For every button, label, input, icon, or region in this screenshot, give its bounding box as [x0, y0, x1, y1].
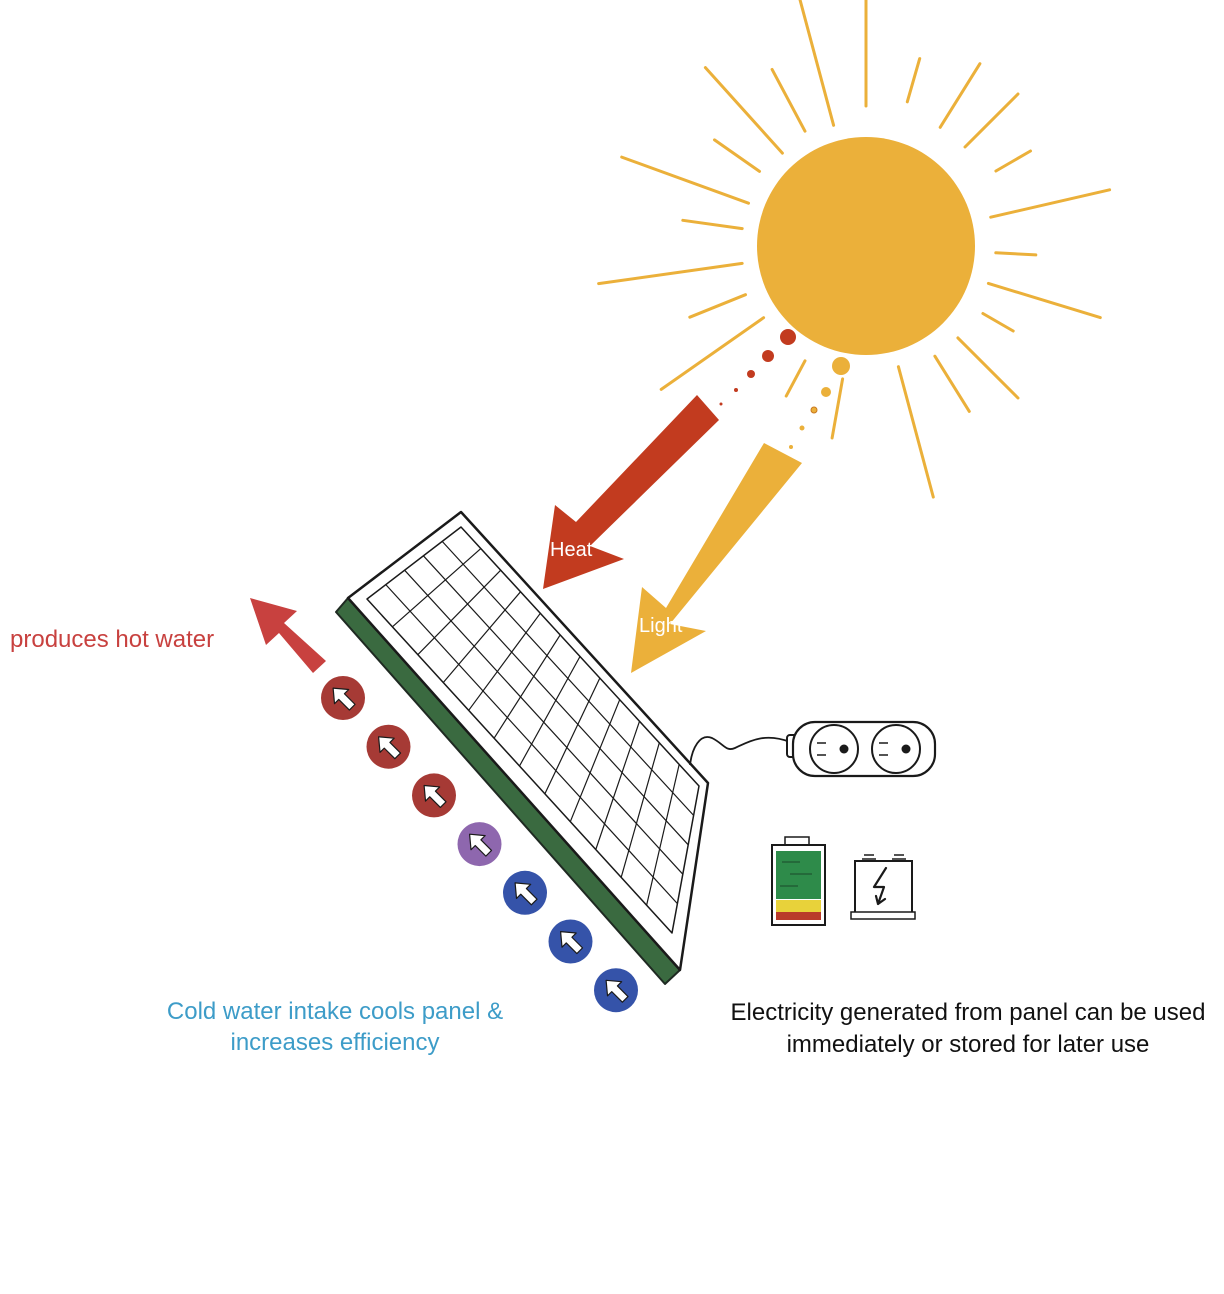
sun-ray [713, 138, 761, 173]
sun-disc [757, 137, 975, 355]
water-cold-dot [548, 919, 593, 964]
cold-water-label: Cold water intake cools panel & increase… [140, 996, 530, 1058]
hot-water-label: produces hot water [10, 626, 215, 653]
power-cable [689, 736, 791, 766]
cold-water-label-line-2: increases efficiency [230, 1029, 440, 1056]
sun-ray [994, 149, 1032, 173]
electricity-label: Electricity generated from panel can be … [714, 997, 1222, 1061]
capacitor-icon [850, 854, 916, 920]
outlet-socket-right [871, 724, 921, 774]
up-left-arrow-icon [560, 931, 584, 955]
panel-grid-line [518, 656, 581, 767]
electricity-label-line-2: immediately or stored for later use [786, 1031, 1150, 1058]
panel-grid-line [493, 634, 561, 739]
panel-grid-line [646, 764, 680, 906]
panel-grid-line [392, 548, 482, 628]
panel-grid-line [620, 742, 660, 878]
panel-grid-line [417, 569, 502, 656]
battery-level-yellow [776, 900, 821, 912]
hot-water-arrow [250, 598, 326, 673]
heat-label: Heat [550, 539, 593, 561]
power-outlet-icon [786, 720, 937, 778]
sun-ray [770, 67, 807, 133]
lightning-bolt-icon [872, 866, 888, 906]
sun-ray [938, 62, 982, 129]
sun-ray [597, 261, 744, 286]
sun-ray [956, 336, 1020, 400]
electricity-label-line-1: Electricity generated from panel can be … [730, 999, 1206, 1026]
water-cold-dot [503, 870, 547, 915]
sun-ray [620, 155, 750, 205]
up-left-arrow-icon [332, 687, 356, 711]
water-hot-dot [321, 676, 365, 720]
water-warm-dot [457, 822, 502, 867]
water-cold-dot [594, 968, 638, 1013]
up-left-arrow-icon [469, 833, 493, 857]
outlet-socket-left [809, 724, 859, 774]
panel-grid-line [569, 699, 621, 822]
battery-icon [771, 836, 826, 926]
light-label: Light [639, 615, 683, 637]
sun-ray [981, 312, 1015, 333]
panel-grid-line [595, 721, 641, 850]
sun-ray [681, 218, 744, 231]
sun-ray [784, 359, 807, 398]
solar-panel-icon [335, 510, 710, 985]
cold-water-label-line-1: Cold water intake cools panel & [166, 998, 504, 1025]
sun-icon [597, 0, 1112, 499]
sun-ray [798, 0, 836, 127]
up-left-arrow-icon [423, 784, 447, 809]
panel-grid-line [468, 612, 541, 711]
sun-ray [659, 316, 766, 391]
sun-ray [986, 281, 1102, 320]
sun-ray [905, 57, 922, 104]
panel-grid-line [544, 677, 601, 795]
sun-ray [994, 251, 1038, 257]
sun-ray [688, 293, 747, 319]
sun-ray [703, 66, 784, 155]
sun-ray [830, 377, 845, 440]
up-left-arrow-icon [378, 736, 402, 760]
panel-grid-line [442, 591, 521, 683]
water-flow [321, 676, 638, 1013]
battery-level-green [776, 851, 821, 899]
sun-ray [896, 365, 935, 499]
battery-level-red [776, 912, 821, 920]
sun-ray [989, 188, 1112, 219]
sun-ray [933, 354, 971, 413]
up-left-arrow-icon [514, 882, 538, 906]
up-left-arrow-icon [605, 979, 629, 1003]
water-hot-dot [366, 724, 411, 769]
heat-arrow [543, 395, 719, 589]
heat-ray: Heat [543, 329, 796, 589]
light-ray: Light [631, 357, 850, 673]
water-hot-dot [412, 773, 456, 818]
sun-ray [963, 92, 1020, 149]
light-arrow [631, 443, 802, 673]
